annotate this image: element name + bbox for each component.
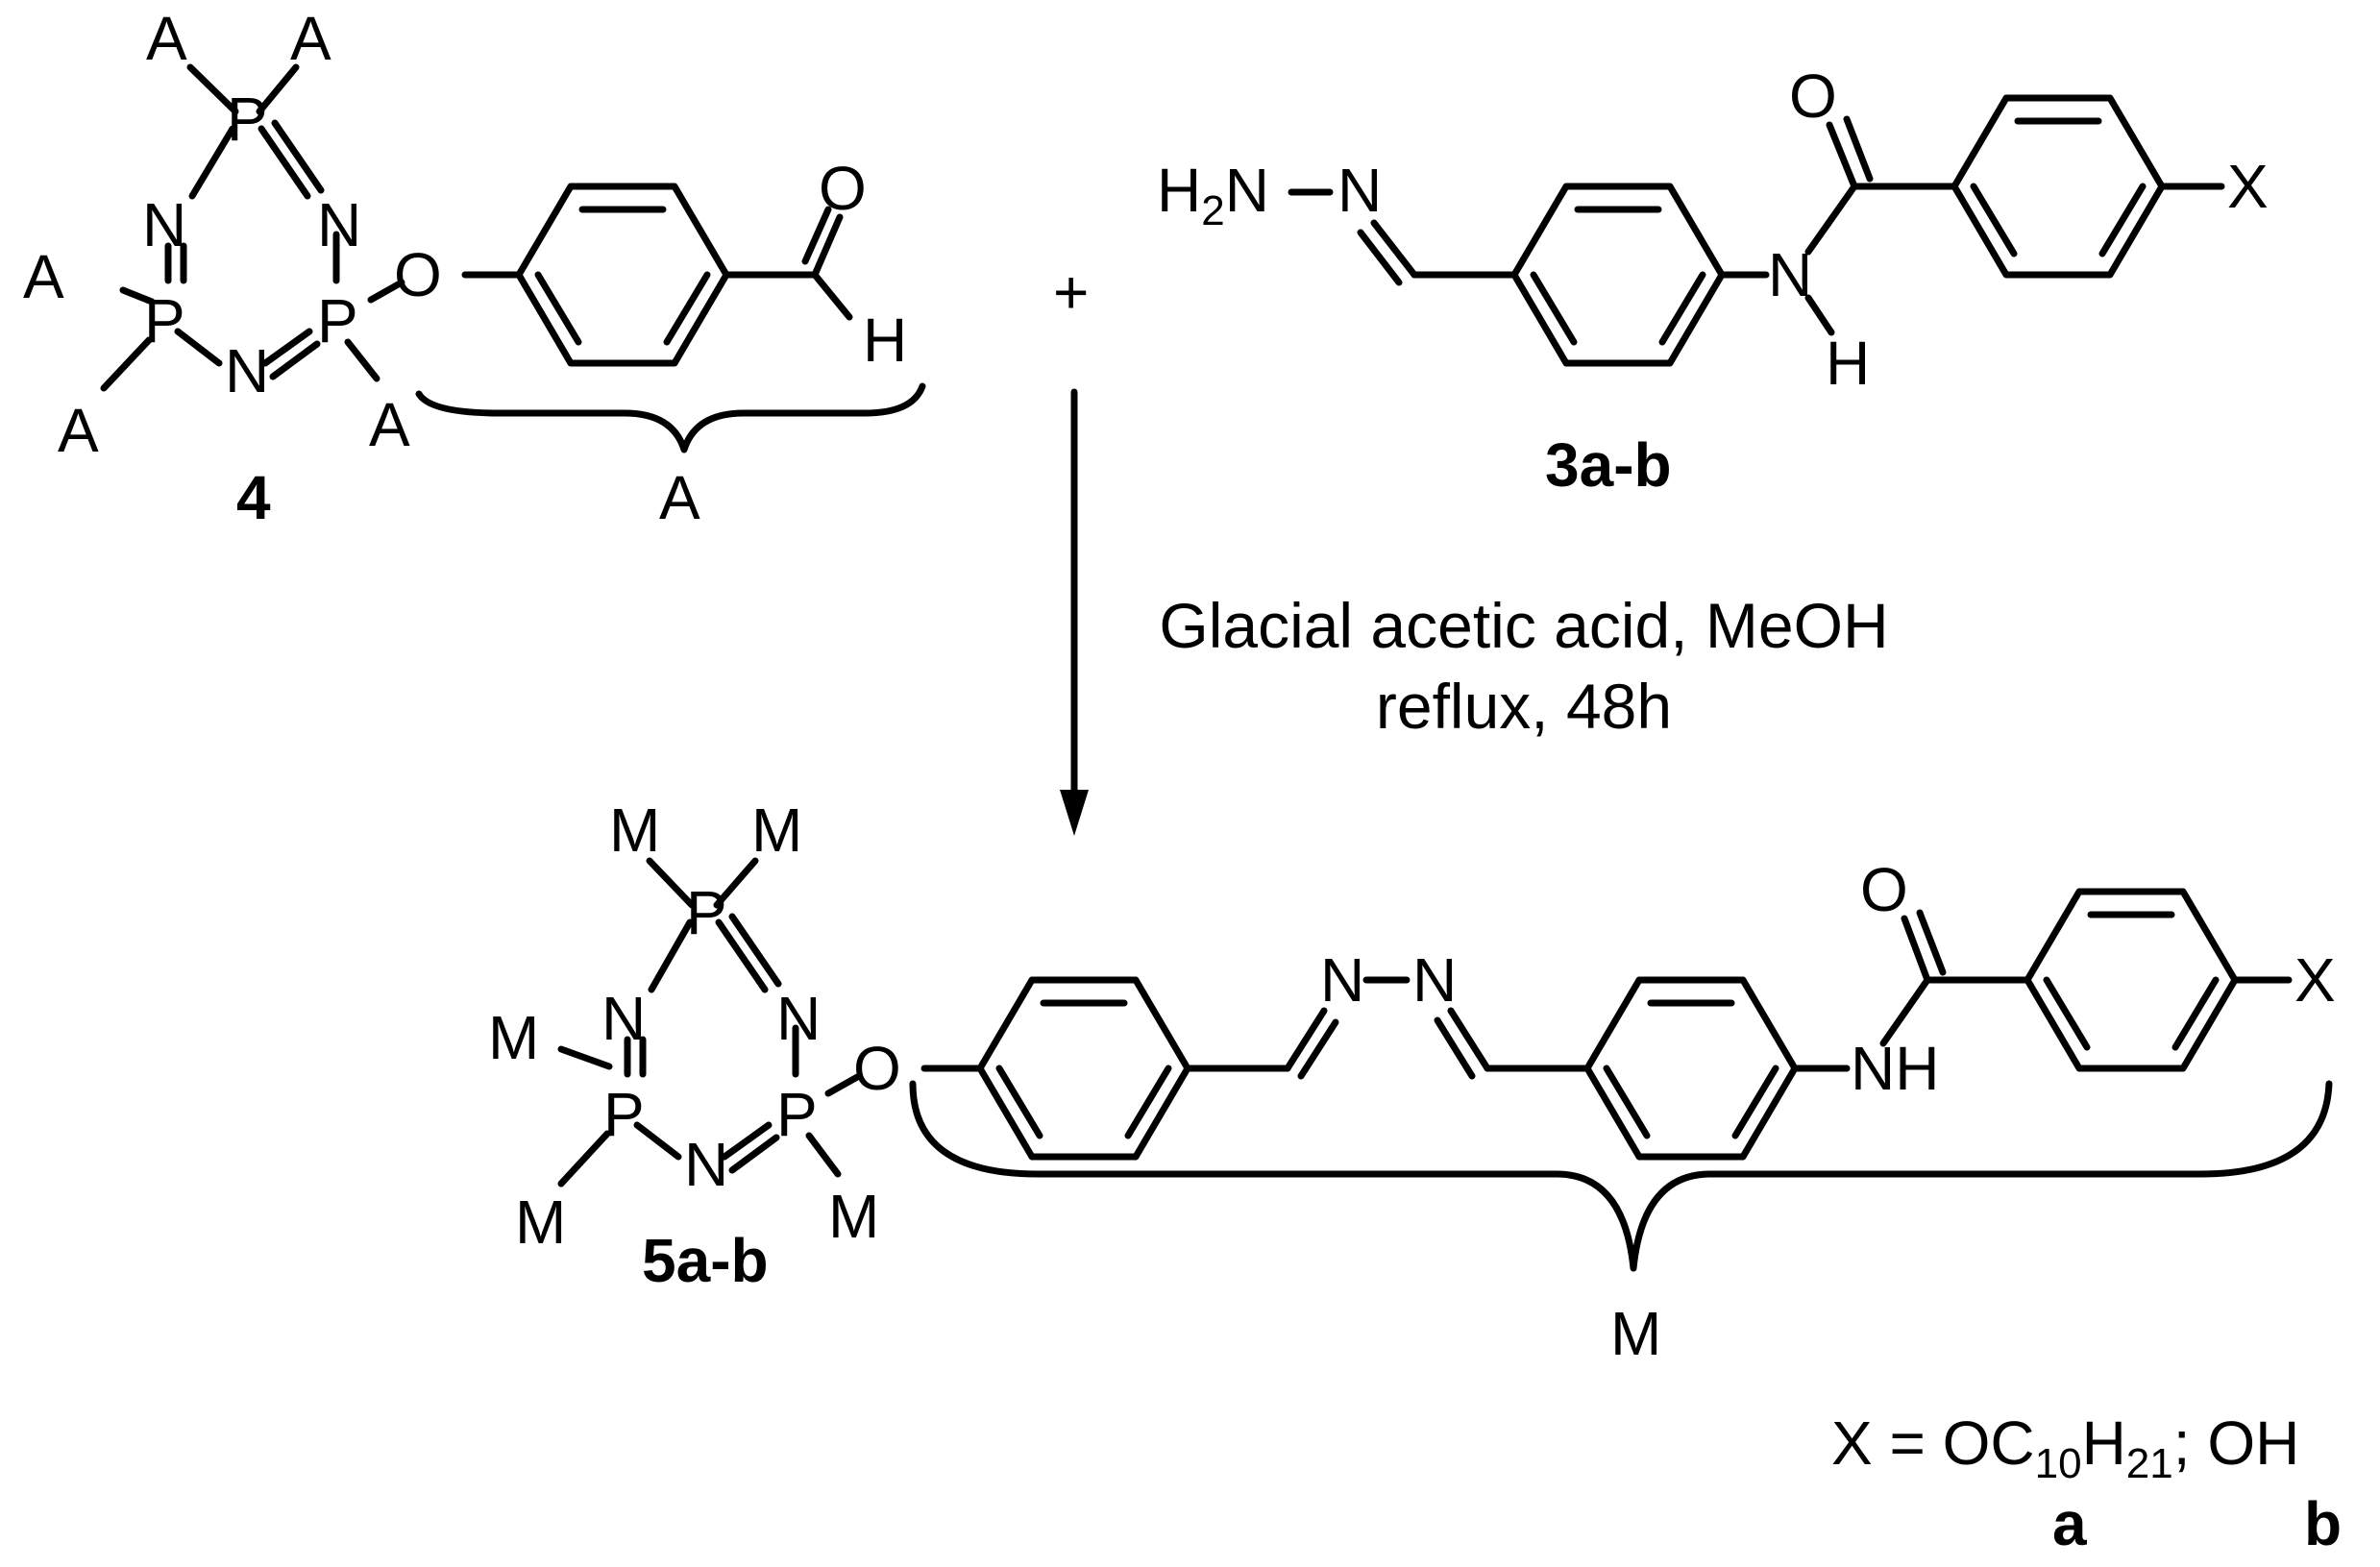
brace-m <box>909 1080 2333 1272</box>
benzene-ring-3 <box>1510 183 1726 367</box>
group-x: X <box>2227 152 2269 221</box>
atom-p: P <box>144 286 185 355</box>
substituent-m: M <box>828 1182 879 1251</box>
atom-n: N <box>776 984 821 1053</box>
substituent-m: M <box>515 1187 566 1257</box>
atom-n: N <box>1320 945 1364 1015</box>
cyclophosphazene-ring-5 <box>624 913 799 1174</box>
atom-p: P <box>603 1080 645 1149</box>
group-x: X <box>2294 945 2336 1015</box>
atom-o: O <box>819 154 867 223</box>
substituent-m: M <box>488 1003 539 1072</box>
atom-n: N <box>684 1130 728 1199</box>
atom-h: H <box>1826 329 1870 398</box>
substituent-a: A <box>146 4 187 73</box>
label-b: b <box>2304 1489 2342 1558</box>
compound-label-5a-b: 5a-b <box>642 1226 769 1295</box>
benzene-ring-3b <box>1951 94 2166 279</box>
conditions-line-2: reflux, 48h <box>1376 671 1672 742</box>
brace-a <box>415 382 926 453</box>
brace-label-a: A <box>659 463 700 532</box>
atom-p: P <box>227 85 268 154</box>
substituent-a: A <box>290 4 331 73</box>
compound-label-4: 4 <box>236 463 271 532</box>
compound-4: A A P N N A P P N O O H A A A 4 <box>23 4 926 532</box>
benzene-ring-5c <box>2024 888 2239 1072</box>
atom-n: N <box>317 190 361 259</box>
compound-3a-b: H2N N N H O X 3a-b <box>1157 61 2269 500</box>
atom-n: N <box>225 336 269 405</box>
hydrazine-h: H2N <box>1157 156 1269 234</box>
atom-o: O <box>853 1034 901 1103</box>
plus-sign: + <box>1053 257 1089 327</box>
atom-p: P <box>317 286 358 355</box>
atom-o: O <box>394 240 442 309</box>
substituent-a: A <box>58 396 99 465</box>
atom-n: N <box>142 190 186 259</box>
benzene-ring-5b <box>1583 976 1799 1161</box>
reaction-arrow <box>1060 388 1089 836</box>
cyclophosphazene-ring-4 <box>164 119 340 380</box>
compound-label-3a-b: 3a-b <box>1545 430 1672 500</box>
atom-o: O <box>1789 61 1837 131</box>
conditions-line-1: Glacial acetic acid, MeOH <box>1159 590 1888 661</box>
x-definition: X = OC10H21; OH a b <box>1831 1408 2342 1558</box>
substituent-m: M <box>751 796 802 865</box>
compound-5a-b: N N NH O X M M P N N M <box>488 796 2336 1368</box>
atom-p: P <box>686 878 727 947</box>
brace-label-m: M <box>1610 1299 1661 1368</box>
atom-n: N <box>601 984 646 1053</box>
substituent-m: M <box>609 796 660 865</box>
atom-p: P <box>776 1080 818 1149</box>
substituent-a: A <box>23 242 64 311</box>
benzene-ring-5a <box>976 976 1191 1161</box>
label-a: a <box>2052 1489 2087 1558</box>
benzene-ring-4 <box>515 183 730 367</box>
atom-n: N <box>1412 945 1457 1015</box>
x-definition-text: X = OC10H21; OH <box>1831 1408 2299 1487</box>
atom-nh: NH <box>1851 1034 1939 1103</box>
substituent-a: A <box>369 390 410 459</box>
atom-h: H <box>863 306 907 375</box>
atom-n: N <box>1337 156 1382 225</box>
atom-o: O <box>1860 855 1908 924</box>
